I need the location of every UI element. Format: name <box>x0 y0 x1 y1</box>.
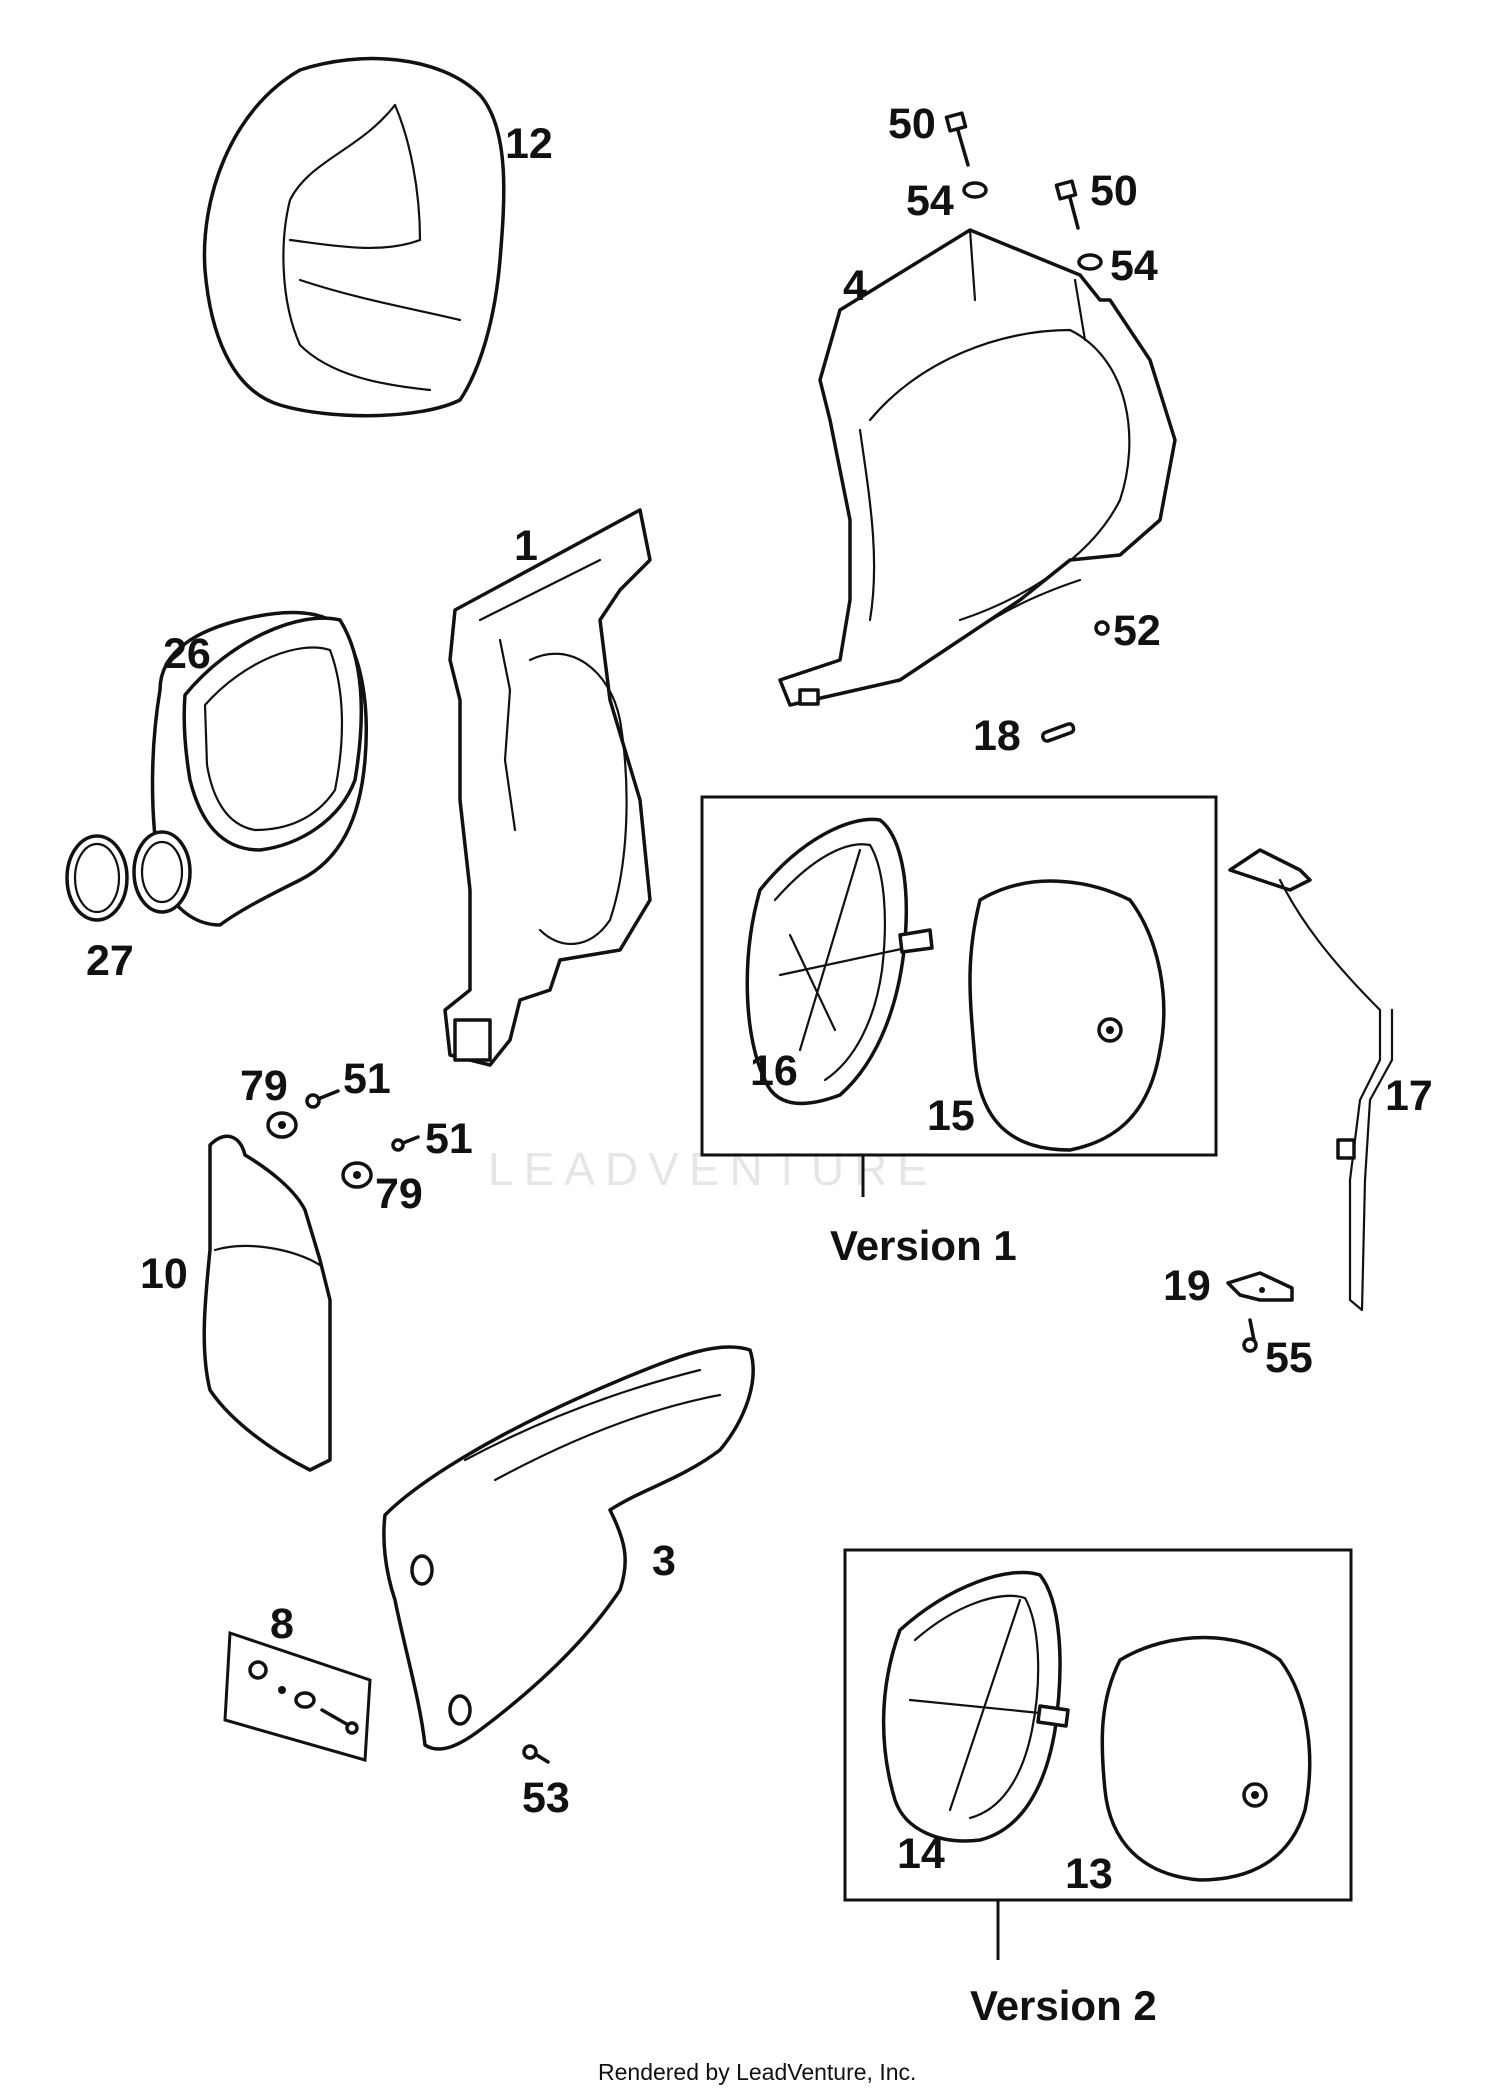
screw-55 <box>1242 1318 1258 1353</box>
part-16-filter-cage <box>745 817 934 1106</box>
callout-79-lower: 79 <box>375 1170 423 1218</box>
part-26-intake-boot <box>132 610 368 927</box>
callout-14: 14 <box>897 1830 945 1878</box>
screw-52 <box>1094 620 1110 636</box>
part-4-airbox-housing <box>778 228 1177 707</box>
washer-54-right <box>1077 253 1103 271</box>
callout-3: 3 <box>652 1537 676 1585</box>
callout-10: 10 <box>140 1250 188 1298</box>
version-1-group <box>700 795 1218 1197</box>
watermark: LEADVENTURE <box>488 1143 938 1195</box>
part-19-clip <box>1226 1271 1294 1302</box>
callout-51-upper: 51 <box>343 1055 391 1103</box>
part-17-support-bracket <box>1228 848 1394 1312</box>
bolt-50-right <box>1054 179 1080 230</box>
callout-4: 4 <box>843 262 867 310</box>
pin-18 <box>1040 722 1076 743</box>
callout-15: 15 <box>927 1092 975 1140</box>
screw-51-lower <box>391 1135 420 1152</box>
callout-27: 27 <box>86 937 134 985</box>
part-10-side-panel <box>202 1134 332 1472</box>
callout-50-right: 50 <box>1090 167 1138 215</box>
version-1-label: Version 1 <box>830 1222 1017 1269</box>
callout-1: 1 <box>514 522 538 570</box>
grommet-79-upper <box>266 1111 298 1139</box>
callout-79-upper: 79 <box>240 1062 288 1110</box>
callout-17: 17 <box>1385 1072 1433 1120</box>
washer-54-upper <box>962 181 988 199</box>
callout-50-upper: 50 <box>888 100 936 148</box>
callout-52: 52 <box>1113 607 1161 655</box>
grommet-79-lower <box>341 1161 373 1189</box>
callout-12: 12 <box>505 120 553 168</box>
part-14-filter-cage <box>881 1570 1070 1843</box>
callout-53: 53 <box>522 1774 570 1822</box>
part-13-foam-filter <box>1100 1635 1312 1882</box>
callout-54-upper: 54 <box>906 177 954 225</box>
callout-8: 8 <box>270 1600 294 1648</box>
part-1-airbox-frame <box>443 508 652 1067</box>
footer-credit: Rendered by LeadVenture, Inc. <box>598 2059 916 2085</box>
part-15-foam-filter <box>968 879 1166 1152</box>
part-8-fastener-kit <box>223 1630 372 1762</box>
part-12-airbox-cover <box>202 56 506 418</box>
bolt-50-upper <box>944 111 970 167</box>
callout-55: 55 <box>1265 1334 1313 1382</box>
callout-13: 13 <box>1065 1850 1113 1898</box>
callout-26: 26 <box>163 630 211 678</box>
screw-51-upper <box>305 1089 340 1109</box>
callout-54-right: 54 <box>1110 242 1158 290</box>
callout-16: 16 <box>750 1047 798 1095</box>
callout-51-lower: 51 <box>425 1115 473 1163</box>
screw-53 <box>522 1744 550 1764</box>
version-2-group <box>843 1548 1353 1960</box>
part-27-hose-clamp <box>65 834 129 922</box>
callout-19: 19 <box>1163 1262 1211 1310</box>
version-2-label: Version 2 <box>970 1982 1157 2029</box>
callout-18: 18 <box>973 712 1021 760</box>
part-3-side-cover <box>382 1345 755 1751</box>
